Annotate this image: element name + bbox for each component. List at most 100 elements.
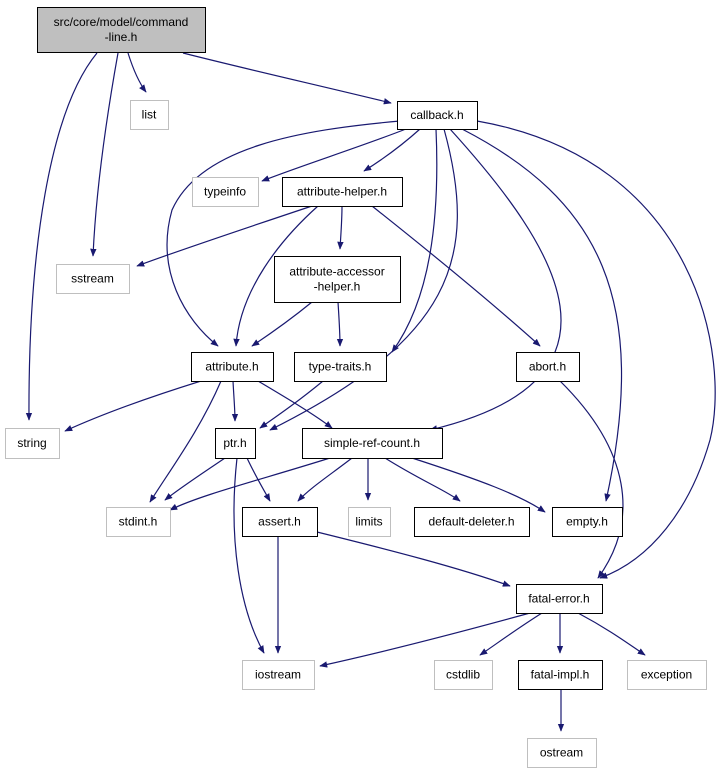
edge-assert-to-fatal-error bbox=[316, 531, 511, 587]
node-label-attribute: attribute.h bbox=[205, 360, 258, 374]
edge-callback-to-attribute-helper bbox=[363, 128, 421, 172]
edge-attribute-helper-to-attribute-accessor-helper bbox=[337, 205, 344, 250]
edge-callback-to-ptr bbox=[269, 128, 458, 431]
node-box-callback bbox=[397, 101, 478, 130]
node-label-root-line2: -line.h bbox=[105, 30, 138, 44]
node-sstream: sstream bbox=[56, 264, 130, 294]
node-simple-ref-count[interactable]: simple-ref-count.h bbox=[302, 428, 443, 459]
node-box-string bbox=[5, 428, 60, 459]
node-label-callback: callback.h bbox=[410, 108, 463, 122]
node-box-sstream bbox=[56, 264, 130, 294]
node-label-typeinfo: typeinfo bbox=[204, 185, 246, 199]
edge-simple-ref-count-to-empty bbox=[411, 457, 546, 513]
node-attribute-helper[interactable]: attribute-helper.h bbox=[282, 177, 403, 207]
node-label-string: string bbox=[17, 436, 46, 450]
node-label-ptr: ptr.h bbox=[223, 436, 246, 450]
node-box-typeinfo bbox=[192, 177, 259, 207]
node-cstdlib: cstdlib bbox=[434, 660, 493, 690]
nodes-layer: src/core/model/command-line.h list callbac… bbox=[5, 7, 707, 768]
node-box-limits bbox=[348, 507, 391, 537]
node-label-assert: assert.h bbox=[258, 515, 301, 529]
edge-ptr-to-stdint bbox=[164, 457, 226, 501]
node-root[interactable]: src/core/model/command-line.h bbox=[37, 7, 206, 53]
node-label-stdint: stdint.h bbox=[119, 515, 158, 529]
node-label-abort: abort.h bbox=[529, 360, 566, 374]
node-box-fatal-impl bbox=[518, 660, 603, 690]
node-label-root-line1: src/core/model/command bbox=[54, 15, 189, 29]
edge-root-to-list bbox=[127, 52, 147, 93]
node-attribute-accessor-helper[interactable]: attribute-accessor-helper.h bbox=[274, 256, 401, 303]
node-ostream: ostream bbox=[527, 738, 597, 768]
node-stdint: stdint.h bbox=[106, 507, 171, 537]
edge-attribute-to-stdint bbox=[149, 380, 222, 503]
edge-fatal-error-to-exception bbox=[577, 612, 646, 656]
node-label-simple-ref-count: simple-ref-count.h bbox=[324, 436, 420, 450]
node-label-attribute-accessor-helper-line2: -helper.h bbox=[314, 280, 361, 294]
node-string: string bbox=[5, 428, 60, 459]
node-type-traits[interactable]: type-traits.h bbox=[294, 352, 387, 382]
edge-simple-ref-count-to-assert bbox=[297, 457, 353, 502]
node-box-cstdlib bbox=[434, 660, 493, 690]
node-label-fatal-impl: fatal-impl.h bbox=[531, 668, 590, 682]
node-box-stdint bbox=[106, 507, 171, 537]
node-box-iostream bbox=[242, 660, 315, 690]
edge-attribute-to-simple-ref-count bbox=[257, 380, 333, 429]
edge-fatal-error-to-cstdlib bbox=[479, 612, 543, 656]
edge-fatal-error-to-iostream bbox=[319, 612, 531, 668]
node-box-attribute bbox=[191, 352, 274, 382]
node-label-exception: exception bbox=[641, 668, 692, 682]
node-box-empty bbox=[552, 507, 623, 537]
node-limits: limits bbox=[348, 507, 391, 537]
node-box-simple-ref-count bbox=[302, 428, 443, 459]
node-box-list bbox=[130, 100, 169, 130]
edge-simple-ref-count-to-stdint bbox=[169, 457, 331, 511]
node-exception: exception bbox=[627, 660, 707, 690]
node-box-type-traits bbox=[294, 352, 387, 382]
edge-ptr-to-assert bbox=[246, 457, 271, 502]
node-label-list: list bbox=[142, 108, 157, 122]
node-default-deleter[interactable]: default-deleter.h bbox=[414, 507, 530, 537]
node-ptr[interactable]: ptr.h bbox=[215, 428, 256, 459]
edge-root-to-callback bbox=[182, 52, 392, 105]
edge-root-to-string bbox=[25, 52, 98, 421]
edge-callback-to-attribute bbox=[166, 120, 401, 347]
edge-type-traits-to-ptr bbox=[259, 380, 324, 429]
node-list: list bbox=[130, 100, 169, 130]
node-box-assert bbox=[242, 507, 318, 537]
node-label-attribute-helper: attribute-helper.h bbox=[297, 185, 387, 199]
node-fatal-impl[interactable]: fatal-impl.h bbox=[518, 660, 603, 690]
edge-attribute-helper-to-abort bbox=[371, 205, 541, 347]
node-box-root bbox=[37, 7, 206, 53]
node-abort[interactable]: abort.h bbox=[516, 352, 580, 382]
node-label-type-traits: type-traits.h bbox=[309, 360, 372, 374]
node-label-attribute-accessor-helper-line1: attribute-accessor bbox=[289, 265, 384, 279]
edge-callback-to-fatal-error bbox=[476, 120, 716, 579]
node-box-abort bbox=[516, 352, 580, 382]
edge-ptr-to-iostream bbox=[233, 457, 265, 654]
node-empty[interactable]: empty.h bbox=[552, 507, 623, 537]
node-assert[interactable]: assert.h bbox=[242, 507, 318, 537]
edge-attribute-accessor-helper-to-attribute bbox=[251, 301, 313, 347]
node-box-attribute-helper bbox=[282, 177, 403, 207]
edge-callback-to-empty bbox=[461, 128, 623, 502]
node-box-attribute-accessor-helper bbox=[274, 256, 401, 303]
node-fatal-error[interactable]: fatal-error.h bbox=[516, 584, 603, 614]
edge-attribute-to-string bbox=[64, 380, 202, 432]
node-box-ostream bbox=[527, 738, 597, 768]
node-label-sstream: sstream bbox=[71, 272, 114, 286]
node-callback[interactable]: callback.h bbox=[397, 101, 478, 130]
edge-attribute-helper-to-sstream bbox=[136, 205, 313, 267]
edges-layer bbox=[25, 52, 716, 732]
node-label-empty: empty.h bbox=[566, 515, 608, 529]
edge-callback-to-simple-ref-count bbox=[429, 128, 562, 432]
node-label-cstdlib: cstdlib bbox=[446, 668, 480, 682]
node-label-ostream: ostream bbox=[540, 746, 583, 760]
node-label-fatal-error: fatal-error.h bbox=[528, 592, 589, 606]
edge-root-to-sstream bbox=[90, 52, 119, 257]
node-box-exception bbox=[627, 660, 707, 690]
node-label-default-deleter: default-deleter.h bbox=[428, 515, 514, 529]
node-attribute[interactable]: attribute.h bbox=[191, 352, 274, 382]
edge-attribute-to-ptr bbox=[231, 380, 239, 422]
node-typeinfo: typeinfo bbox=[192, 177, 259, 207]
